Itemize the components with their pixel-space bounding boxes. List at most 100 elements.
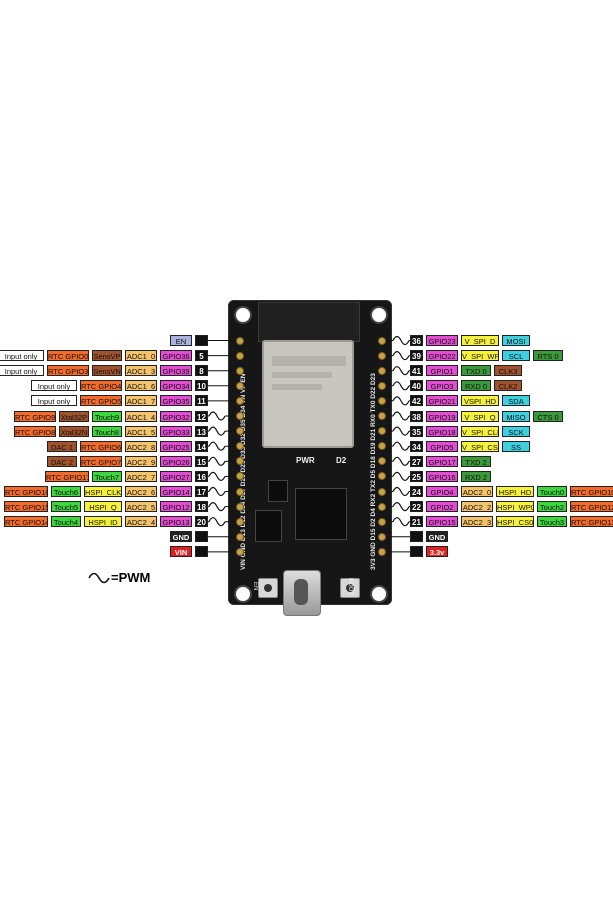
left-pin-number-9: 16 — [195, 470, 208, 482]
header-pin-hole — [378, 457, 386, 466]
right-pwm-wave-4 — [392, 396, 410, 406]
en-button[interactable] — [258, 578, 278, 598]
header-pin-hole — [236, 547, 244, 556]
left-pin-10-label-2: HSPI_CLK — [84, 486, 122, 497]
left-pin-number-7: 14 — [195, 440, 208, 452]
header-pin-hole — [378, 442, 386, 451]
left-pin-1-label-1: RTC GPIO0 — [47, 350, 89, 362]
right-pwm-wave-9 — [392, 471, 410, 481]
right-pin-0-label-2: MOSI — [502, 335, 530, 346]
left-pin-6-label-4: GPIO33 — [160, 425, 192, 437]
left-pin-9-label-3: GPIO27 — [160, 470, 192, 482]
left-pin-5-label-3: ADC1_4 — [125, 410, 157, 422]
header-pin-hole — [236, 487, 244, 496]
left-pin-11-label-4: GPIO12 — [160, 501, 192, 513]
left-pwm-wave-5 — [208, 411, 226, 421]
right-pwm-wave-11 — [392, 502, 410, 512]
left-pwm-wave-10 — [208, 486, 226, 497]
right-pin-5-label-1: V_SPI_Q — [461, 410, 499, 422]
header-pin-hole — [236, 427, 244, 436]
d2-label: D2 — [336, 456, 347, 465]
left-pin-12-label-3: ADC2_4 — [125, 516, 157, 528]
left-pin-number-0 — [195, 335, 208, 346]
left-pin-0-label-0: EN — [170, 335, 192, 346]
header-pin-hole — [236, 472, 244, 481]
right-pin-12-label-0: GPIO15 — [426, 516, 458, 528]
right-pwm-wave-8 — [392, 456, 410, 466]
left-pin-11-label-3: ADC2_5 — [125, 501, 157, 513]
left-pin-5-label-0: RTC GPIO9 — [14, 410, 56, 422]
left-pin-13-label-0: GND — [170, 531, 192, 543]
left-pin-2-label-3: ADC1_3 — [125, 365, 157, 377]
right-pin-number-13 — [410, 531, 423, 543]
right-pin-7-label-0: GPIO5 — [426, 440, 458, 452]
left-pwm-wave-6 — [208, 426, 226, 436]
right-pwm-wave-5 — [392, 411, 410, 421]
right-pin-1-label-3: RTS 0 — [533, 350, 563, 362]
header-pin-hole — [378, 532, 386, 541]
header-pin-hole — [236, 442, 244, 451]
right-pin-1-label-0: GPIO22 — [426, 350, 458, 362]
left-pin-2-label-4: GPIO39 — [160, 365, 192, 377]
right-pin-8-label-0: GPIO17 — [426, 455, 458, 467]
left-pin-1-label-4: GPIO36 — [160, 350, 192, 362]
header-pin-hole — [236, 457, 244, 466]
header-pin-hole — [378, 336, 386, 345]
left-pin-2-label-1: RTC GPIO3 — [47, 365, 89, 377]
left-pin-10-label-1: Touch6 — [51, 486, 81, 497]
usb-uart-chip — [295, 488, 347, 540]
right-pin-number-7: 34 — [410, 440, 423, 452]
left-pin-6-label-2: Touch8 — [92, 425, 122, 437]
right-pin-10-label-3: Touch0 — [537, 486, 567, 497]
left-pin-3-label-2: ADC1_6 — [125, 380, 157, 392]
left-pin-8-label-1: RTC GPIO7 — [80, 455, 122, 467]
right-pwm-wave-12 — [392, 517, 410, 527]
left-pin-number-5: 12 — [195, 410, 208, 422]
right-pwm-wave-6 — [392, 426, 410, 436]
left-pin-12-label-2: HSPI_ID — [84, 516, 122, 528]
left-pin-5-label-1: Xtal32P — [59, 410, 89, 422]
left-pin-5-label-4: GPIO32 — [160, 410, 192, 422]
left-pwm-wave-8 — [208, 456, 226, 466]
left-pin-number-14 — [195, 546, 208, 558]
right-pin-5-label-0: GPIO19 — [426, 410, 458, 422]
right-pin-10-label-2: HSPI_HD — [496, 486, 534, 497]
antenna-area — [258, 302, 360, 342]
left-pin-number-2: 8 — [195, 365, 208, 377]
header-pin-hole — [378, 487, 386, 496]
left-pin-2-label-0: Input only — [0, 365, 44, 377]
left-pin-4-label-0: Input only — [31, 395, 77, 407]
right-pwm-wave-3 — [392, 381, 410, 391]
left-pin-number-6: 13 — [195, 425, 208, 437]
right-pin-4-label-1: VSPI_HD — [461, 395, 499, 407]
mount-hole — [234, 585, 252, 603]
left-pin-11-label-2: HSPI_Q — [84, 501, 122, 513]
boot-button[interactable] — [340, 578, 360, 598]
left-pin-6-label-0: RTC GPIO8 — [14, 425, 56, 437]
right-pin-13-label-0: GND — [426, 531, 448, 543]
right-pin-5-label-3: CTS 0 — [533, 410, 563, 422]
right-pin-2-label-2: CLK3 — [494, 365, 522, 377]
right-pin-4-label-0: GPIO21 — [426, 395, 458, 407]
header-pin-hole — [236, 366, 244, 375]
right-pin-11-label-4: RTC GPIO12 — [570, 501, 613, 513]
left-pin-8-label-2: ADC2_9 — [125, 455, 157, 467]
left-pin-1-label-2: SensVP — [92, 350, 122, 362]
left-pin-3-label-0: Input only — [31, 380, 77, 392]
header-pin-hole — [236, 532, 244, 541]
left-pin-10-label-4: GPIO14 — [160, 486, 192, 497]
left-pin-number-11: 18 — [195, 501, 208, 513]
right-pwm-wave-0 — [392, 335, 410, 346]
right-pin-8-label-1: TXD 2 — [461, 455, 491, 467]
right-pwm-wave-1 — [392, 351, 410, 361]
en-button-label: EN — [252, 582, 258, 591]
right-pin-2-label-1: TXD 0 — [461, 365, 491, 377]
left-pin-number-12: 20 — [195, 516, 208, 528]
left-pin-1-label-3: ADC1_0 — [125, 350, 157, 362]
left-pin-8-label-3: GPIO26 — [160, 455, 192, 467]
left-pin-6-label-1: Xtal32N — [59, 425, 89, 437]
left-pin-12-label-0: RTC GPIO14 — [4, 516, 48, 528]
left-pin-10-label-0: RTC GPIO16 — [4, 486, 48, 497]
left-pin-5-label-2: Touch9 — [92, 410, 122, 422]
